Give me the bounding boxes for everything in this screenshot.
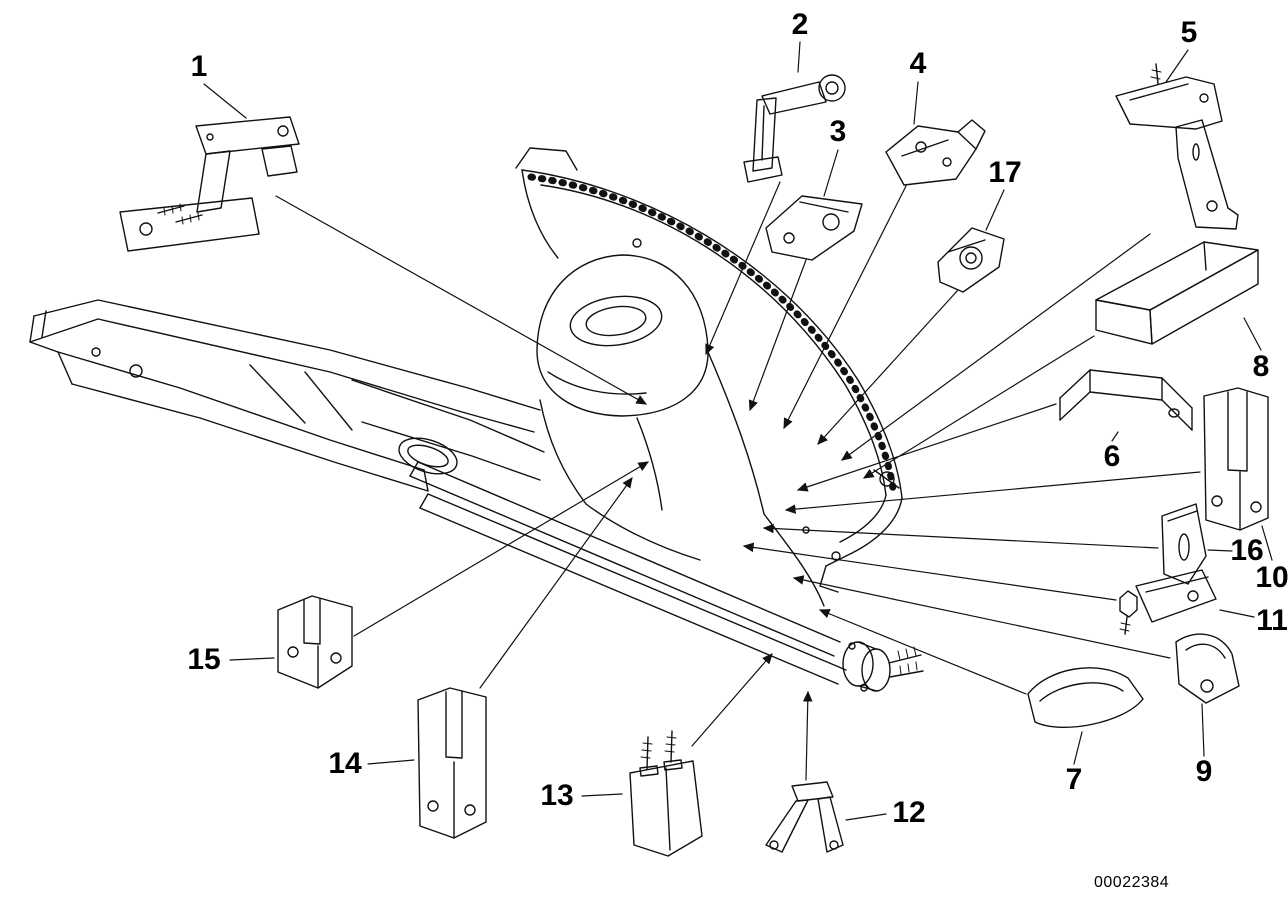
part-label-1: 1 bbox=[190, 50, 208, 83]
part-8-drawing bbox=[1095, 241, 1259, 345]
part-label-11: 11 bbox=[1256, 604, 1288, 637]
rail-low-2 bbox=[71, 383, 429, 492]
arch-hatching bbox=[527, 173, 898, 500]
part-label-6: 6 bbox=[1103, 440, 1121, 473]
part-label-10: 10 bbox=[1255, 561, 1288, 594]
leader-part-2 bbox=[705, 181, 781, 356]
leader-part-7 bbox=[818, 609, 1027, 695]
body-hole bbox=[831, 551, 841, 561]
leader-arrows bbox=[275, 181, 1201, 781]
part-label-17: 17 bbox=[988, 156, 1022, 189]
diagram-code: 00022384 bbox=[1094, 874, 1170, 891]
strut-opening-outer bbox=[569, 295, 663, 347]
part-label-4: 4 bbox=[909, 47, 927, 80]
leader-part-10 bbox=[784, 471, 1201, 514]
part-label-5: 5 bbox=[1180, 16, 1198, 49]
arch-inner-edge bbox=[540, 184, 887, 496]
part-label-12: 12 bbox=[892, 796, 926, 829]
part-15-drawing bbox=[277, 595, 353, 689]
arch-top-flag bbox=[515, 147, 578, 171]
part-6-drawing bbox=[1059, 369, 1193, 431]
part-label-15: 15 bbox=[187, 643, 221, 676]
part-17-drawing bbox=[937, 227, 1005, 293]
leader-part-5 bbox=[841, 233, 1151, 461]
leader-part-11 bbox=[742, 542, 1117, 601]
dome-contour bbox=[547, 371, 647, 395]
part-14-drawing bbox=[417, 687, 487, 839]
part-7-drawing bbox=[1027, 667, 1144, 728]
leader-part-16 bbox=[762, 523, 1159, 549]
rail-hole bbox=[91, 347, 101, 357]
part-3-drawing bbox=[765, 195, 863, 261]
arch-left-return bbox=[521, 169, 559, 259]
strut-dome bbox=[536, 254, 709, 417]
part-4-drawing bbox=[885, 119, 986, 186]
leader-part-12 bbox=[802, 690, 813, 781]
crossmember-tube bbox=[842, 641, 874, 687]
leader-part-6 bbox=[796, 403, 1057, 492]
leader-part-4 bbox=[783, 185, 907, 430]
part-12-drawing bbox=[765, 781, 844, 853]
body-hole bbox=[632, 238, 642, 248]
leader-part-9 bbox=[792, 575, 1171, 659]
rail-low-1 bbox=[57, 351, 425, 471]
arch-outer-edge bbox=[521, 169, 903, 499]
rail-top-1 bbox=[33, 299, 541, 411]
part-label-7: 7 bbox=[1065, 763, 1083, 796]
part-10-drawing bbox=[1203, 387, 1269, 531]
part-label-8: 8 bbox=[1252, 350, 1270, 383]
part-label-16: 16 bbox=[1230, 534, 1264, 567]
part-9-drawing bbox=[1175, 633, 1240, 704]
leader-part-13 bbox=[691, 653, 773, 747]
part-11-drawing bbox=[1119, 569, 1217, 635]
body-hole bbox=[879, 471, 895, 487]
lower-rail-2 bbox=[427, 493, 847, 671]
leader-part-3 bbox=[748, 259, 807, 412]
part-13-drawing bbox=[629, 730, 703, 857]
leader-part-14 bbox=[479, 477, 633, 689]
part-label-3: 3 bbox=[829, 115, 847, 148]
part-label-9: 9 bbox=[1195, 755, 1213, 788]
fender-oval-hole bbox=[398, 437, 458, 475]
strut-opening-inner bbox=[585, 305, 647, 337]
part-1-drawing bbox=[119, 116, 300, 252]
leader-part-8 bbox=[862, 335, 1095, 479]
leader-part-1 bbox=[275, 195, 648, 405]
lower-rail-1 bbox=[417, 461, 841, 643]
part-label-2: 2 bbox=[791, 8, 809, 41]
rail-top-2 bbox=[29, 318, 535, 433]
part-5-drawing bbox=[1115, 63, 1239, 230]
main-structure bbox=[29, 147, 924, 692]
leader-part-17 bbox=[817, 289, 959, 445]
label-connectors bbox=[203, 41, 1273, 821]
tube-stud bbox=[889, 670, 924, 678]
part-label-14: 14 bbox=[328, 747, 362, 780]
part-label-13: 13 bbox=[540, 779, 574, 812]
part-16-drawing bbox=[1161, 503, 1207, 585]
leader-part-15 bbox=[353, 461, 650, 637]
rail-hole bbox=[129, 364, 143, 378]
part-2-drawing bbox=[743, 74, 846, 183]
